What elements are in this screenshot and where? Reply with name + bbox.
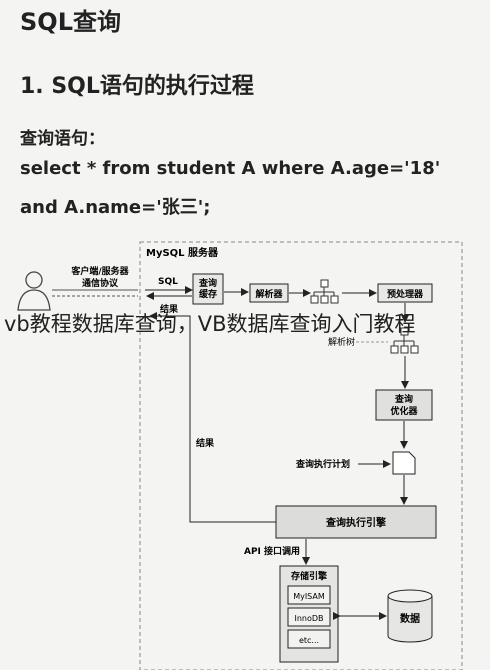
query-label: 查询语句：	[20, 129, 105, 149]
overlay-caption: vb教程数据库查询，VB数据库查询入门教程	[4, 312, 416, 336]
client-label: 客户端/服务器通信协议	[70, 265, 129, 289]
engine-label: 查询执行引擎	[325, 516, 386, 529]
query-cache-box	[192, 273, 224, 305]
result-label: 结果	[196, 437, 215, 449]
section-title: 1. SQL语句的执行过程	[20, 74, 254, 99]
plan-label: 查询执行计划	[295, 458, 350, 470]
etc-label: etc...	[299, 636, 319, 645]
data-label: 数据	[400, 612, 420, 625]
parser-label: 解析器	[255, 288, 283, 300]
api-label: API 接口调用	[244, 545, 300, 557]
preprocessor-label: 预处理器	[387, 288, 424, 300]
storage-label: 存储引擎	[291, 570, 327, 582]
server-boundary	[139, 241, 463, 670]
myisam-label: MyISAM	[293, 592, 325, 601]
server-label: MySQL 服务器	[146, 246, 219, 259]
sql-execution-diagram: MySQL 服务器 客户端/服务器通信协议 SQL 结果 查询缓存 解析器 预处…	[17, 241, 463, 670]
tree-icon	[390, 327, 419, 354]
optimizer-label: 查询优化器	[390, 393, 418, 417]
query-cache-label: 查询缓存	[198, 277, 217, 300]
query-line-2: and A.name='张三';	[20, 197, 211, 218]
page-heading: SQL查询	[20, 8, 121, 36]
tree-icon	[310, 279, 339, 304]
optimizer-box	[375, 389, 433, 421]
parse-tree-label: 解析树	[328, 336, 355, 348]
parser-box	[249, 283, 289, 303]
innodb-label: InnoDB	[294, 614, 323, 623]
result-top-label: 结果	[160, 303, 179, 315]
sql-label: SQL	[158, 277, 178, 287]
query-line-1: select * from student A where A.age='18'	[20, 158, 441, 179]
client-icon	[17, 271, 51, 311]
database-icon	[387, 589, 433, 643]
document-icon	[392, 451, 416, 475]
engine-box	[275, 505, 437, 539]
preprocessor-box	[377, 283, 433, 303]
